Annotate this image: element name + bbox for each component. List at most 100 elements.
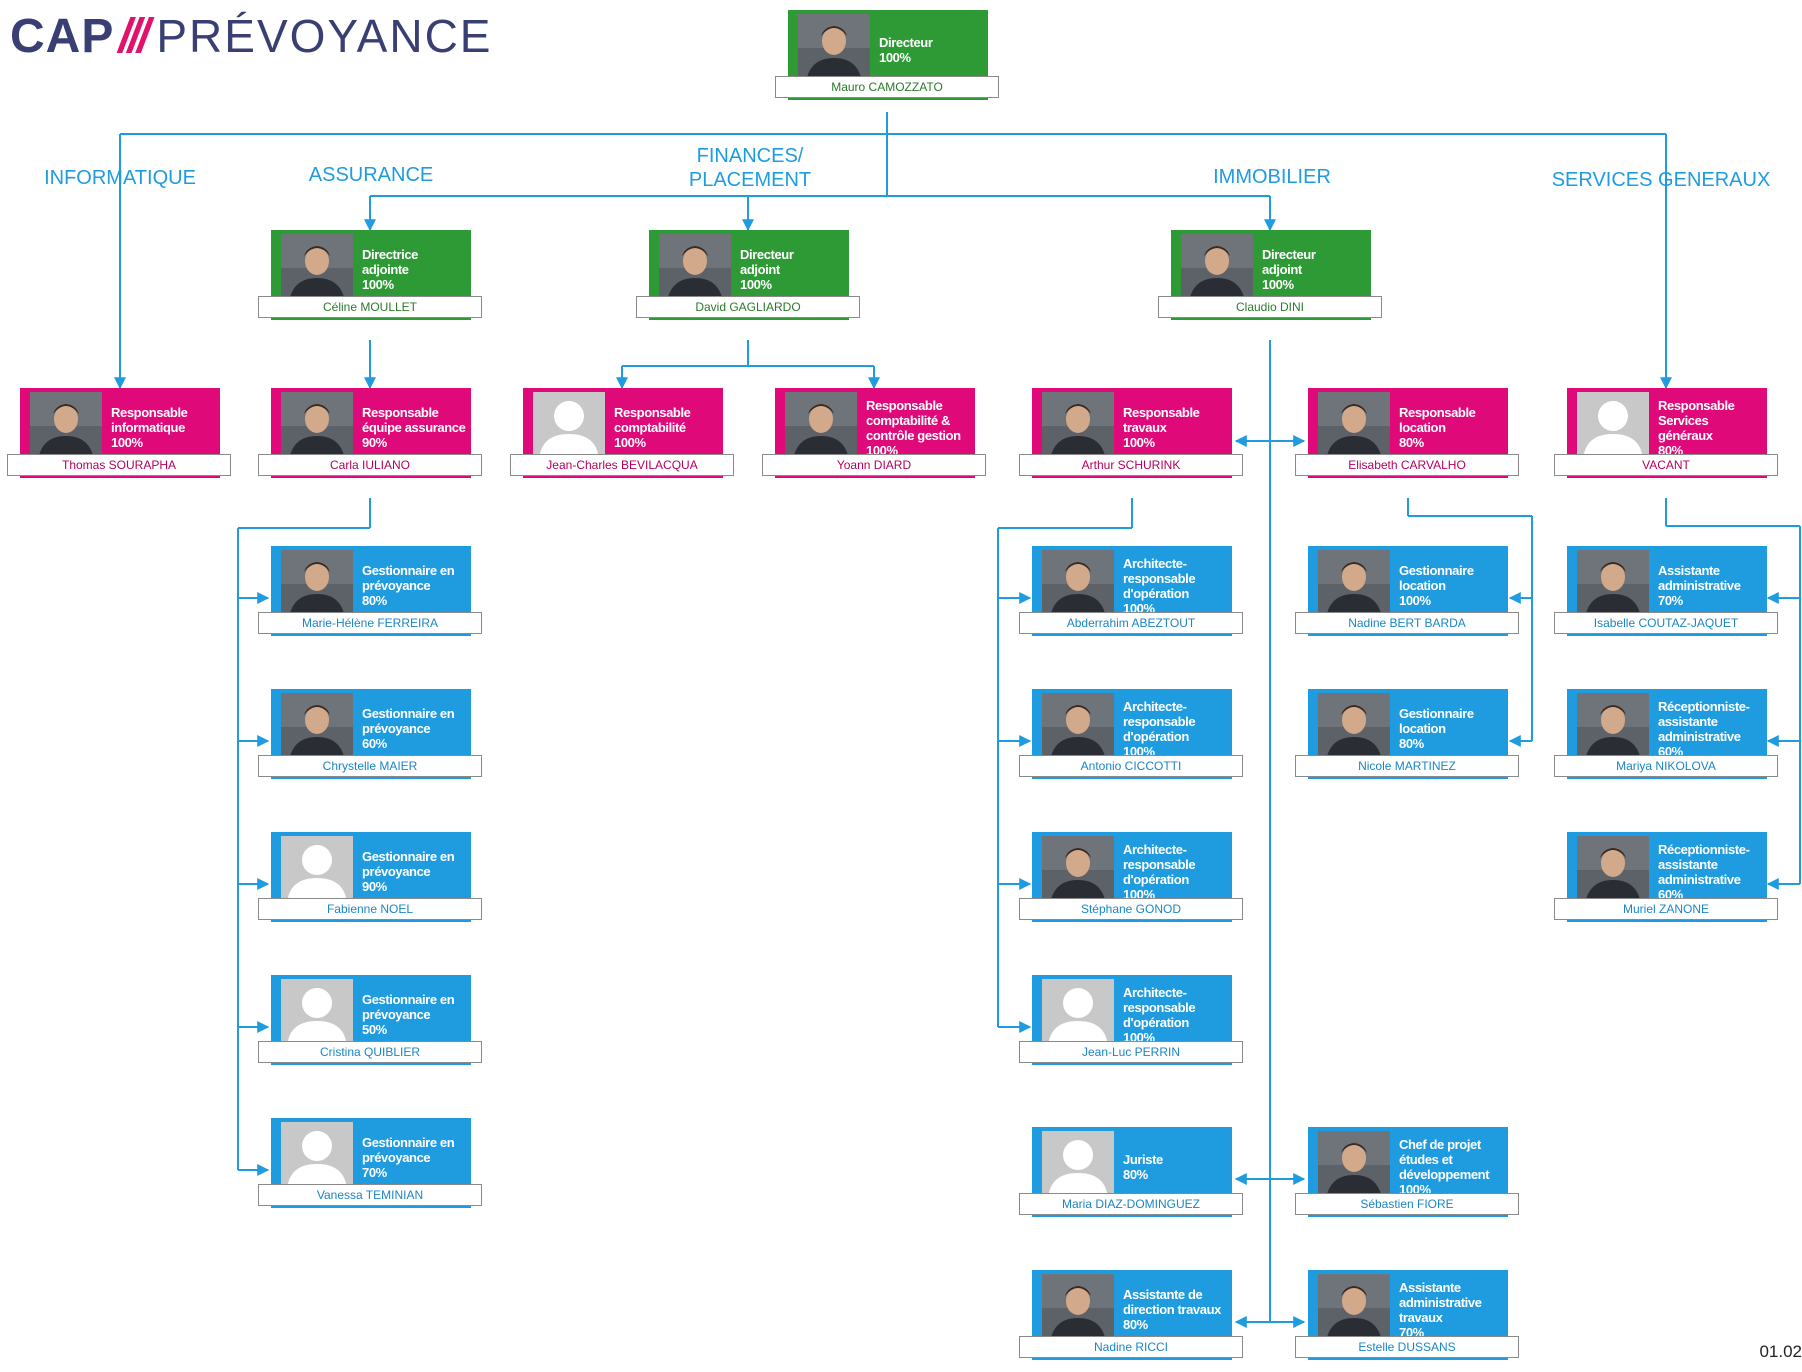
role-title-line: prévoyance bbox=[362, 721, 431, 736]
person-name: Sébastien FIORE bbox=[1295, 1193, 1519, 1215]
portrait-icon bbox=[1577, 693, 1649, 761]
role-title-line: Directeur bbox=[1262, 247, 1316, 262]
role-title-line: Responsable bbox=[1658, 397, 1735, 413]
role-title-line: assistante bbox=[1658, 713, 1718, 729]
logo-name: PRÉVOYANCE bbox=[156, 10, 493, 62]
logo-cap: CAP bbox=[10, 9, 115, 63]
company-logo: CAP /// PRÉVOYANCE bbox=[10, 6, 492, 66]
user-silhouette-icon bbox=[1577, 392, 1649, 460]
role-title-line: Assistante bbox=[1658, 563, 1720, 578]
dept-label-finances-line2: PLACEMENT bbox=[688, 169, 812, 191]
role-title-line: Gestionnaire en bbox=[362, 563, 455, 578]
role-title-line: études et bbox=[1399, 1151, 1453, 1167]
portrait-icon bbox=[1042, 392, 1114, 460]
person-name: Isabelle COUTAZ-JAQUET bbox=[1554, 612, 1778, 634]
role-title-line: 60% bbox=[1658, 743, 1683, 759]
role-title-line: adjoint bbox=[740, 262, 780, 277]
role-title-line: Responsable bbox=[614, 405, 691, 420]
person-name: David GAGLIARDO bbox=[636, 296, 860, 318]
person-name: Nadine BERT BARDA bbox=[1295, 612, 1519, 634]
role-title-line: 80% bbox=[1399, 736, 1424, 751]
person-photo bbox=[1181, 234, 1253, 302]
role-title-line: Architecte- bbox=[1123, 698, 1187, 714]
logo-slashes: /// bbox=[118, 9, 150, 63]
card-underline bbox=[271, 474, 471, 478]
role-title-line: 100% bbox=[866, 442, 898, 458]
dept-label-finances: FINANCES/ PLACEMENT bbox=[689, 144, 811, 192]
role-title-line: 100% bbox=[362, 277, 394, 292]
role-title-line: 100% bbox=[111, 435, 143, 450]
role-title-line: prévoyance bbox=[362, 578, 431, 593]
role-title-line: 100% bbox=[1123, 743, 1155, 759]
card-underline bbox=[1567, 918, 1767, 922]
portrait-icon bbox=[798, 14, 870, 82]
person-photo bbox=[281, 392, 353, 460]
card-underline bbox=[649, 316, 849, 320]
role-title-line: Directeur bbox=[740, 247, 794, 262]
person-name: Antonio CICCOTTI bbox=[1019, 755, 1243, 777]
role-title-line: Services bbox=[1658, 412, 1709, 428]
card-underline bbox=[1032, 1213, 1232, 1217]
role-title-line: administrative bbox=[1658, 728, 1741, 744]
role-title-line: Gestionnaire en bbox=[362, 849, 455, 864]
portrait-icon bbox=[1318, 392, 1390, 460]
role-title-line: adjoint bbox=[1262, 262, 1302, 277]
user-silhouette-icon bbox=[1042, 1131, 1114, 1199]
role-title-line: 100% bbox=[1123, 886, 1155, 902]
role-title-line: contrôle gestion bbox=[866, 427, 961, 443]
person-photo bbox=[1318, 1274, 1390, 1342]
avatar-placeholder bbox=[1042, 979, 1114, 1047]
card-underline bbox=[271, 1204, 471, 1208]
role-title-line: 70% bbox=[1399, 1324, 1424, 1340]
portrait-icon bbox=[1318, 550, 1390, 618]
role-title-line: responsable bbox=[1123, 999, 1196, 1015]
person-name: Carla IULIANO bbox=[258, 454, 482, 476]
portrait-icon bbox=[1318, 693, 1390, 761]
role-title-line: responsable bbox=[1123, 713, 1196, 729]
person-name: Yoann DIARD bbox=[762, 454, 986, 476]
card-underline bbox=[271, 316, 471, 320]
role-title-line: 70% bbox=[362, 1165, 387, 1180]
card-underline bbox=[1308, 1213, 1508, 1217]
